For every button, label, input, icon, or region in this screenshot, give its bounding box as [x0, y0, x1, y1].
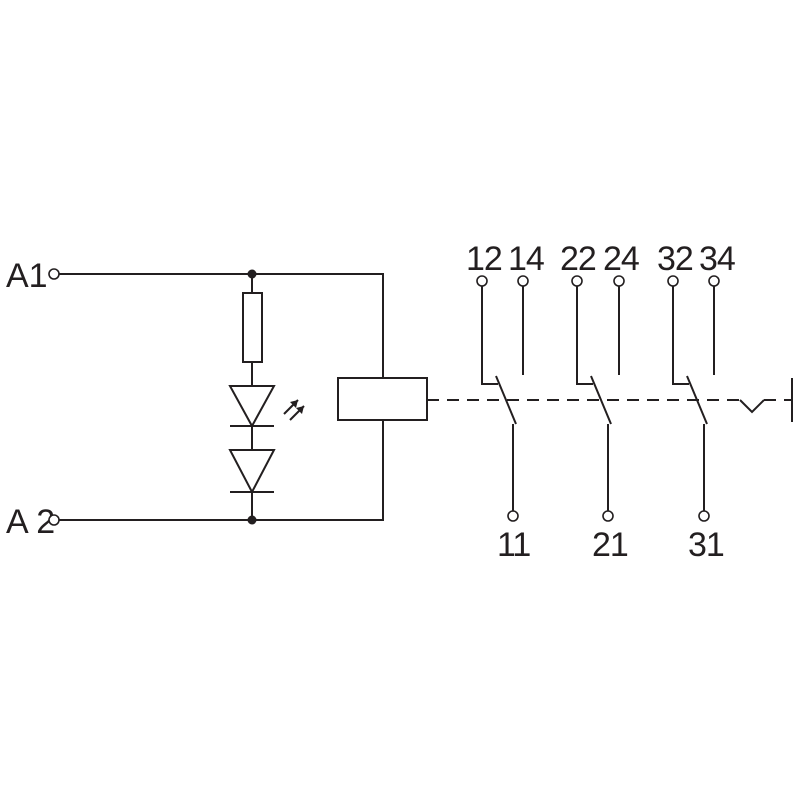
- label-a2: A 2: [6, 503, 55, 541]
- led-triangle: [228, 385, 276, 429]
- coil-terminal-a2: A 2: [6, 503, 60, 541]
- terminal-12: [476, 275, 488, 287]
- terminal-34: [708, 275, 720, 287]
- switch-blade-2: [590, 375, 612, 425]
- nc-contact-2: [576, 286, 593, 385]
- terminal-11: [507, 510, 519, 522]
- terminal-32: [667, 275, 679, 287]
- label-14: 14: [508, 240, 544, 278]
- terminal-circle-a1: [48, 268, 60, 280]
- label-32: 32: [657, 240, 693, 278]
- nc-contact-1: [481, 286, 498, 385]
- terminal-circle-a2: [48, 514, 60, 526]
- nc-contact-3: [672, 286, 689, 385]
- label-34: 34: [699, 240, 735, 278]
- switch-blade-3: [686, 375, 708, 425]
- terminal-31: [698, 510, 710, 522]
- contact-set-2: 22 24 21: [560, 240, 640, 564]
- diode-triangle: [228, 449, 276, 495]
- label-12: 12: [466, 240, 502, 278]
- relay-coil: [337, 377, 428, 421]
- led-indicator: [228, 385, 305, 429]
- contact-set-3: 32 34 31: [657, 240, 736, 564]
- terminal-14: [517, 275, 529, 287]
- rail-a2-wire: [59, 420, 384, 521]
- label-21: 21: [592, 526, 628, 564]
- diode-symbol: [228, 449, 276, 495]
- label-11: 11: [497, 526, 530, 564]
- label-22: 22: [560, 240, 596, 278]
- rail-a1-wire: [59, 273, 384, 378]
- switch-blade-1: [495, 375, 517, 425]
- terminal-24: [613, 275, 625, 287]
- contact-set-1: 12 14 11: [466, 240, 545, 564]
- label-31: 31: [688, 526, 724, 564]
- coil-terminal-a1: A1: [6, 257, 60, 295]
- spring-return-symbol: [739, 399, 765, 414]
- light-emission-icon: [283, 399, 305, 421]
- resistor-symbol: [242, 292, 263, 363]
- label-24: 24: [603, 240, 639, 278]
- label-a1: A1: [6, 257, 48, 295]
- terminal-21: [602, 510, 614, 522]
- terminal-22: [571, 275, 583, 287]
